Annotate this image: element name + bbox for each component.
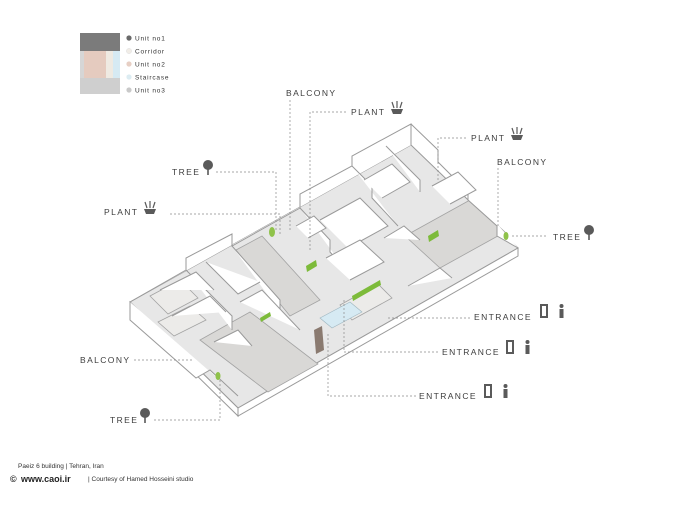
leader-entrance-3 — [327, 334, 416, 397]
caption-site-link[interactable]: www.caoi.ir — [20, 474, 71, 484]
legend-swatch-unit2 — [84, 51, 106, 78]
person-icon — [525, 340, 530, 354]
caption-credit: | Courtesy of Hamed Hosseini studio — [88, 476, 194, 483]
door-icon — [506, 340, 514, 354]
legend-label-staircase: Staircase — [135, 75, 169, 82]
legend-swatch-corridor — [106, 51, 113, 78]
tree-icon — [584, 225, 594, 240]
tree-marker-1 — [269, 227, 275, 237]
person-icon — [503, 384, 508, 398]
green-plants — [215, 227, 509, 380]
legend: Unit no1 Corridor Unit no2 Staircase Uni… — [80, 33, 169, 95]
plant-icon — [391, 101, 403, 114]
annotation-labels: BALCONY PLANT PLANT BALCONY TREE PLANT T… — [80, 88, 581, 425]
legend-label-unit2: Unit no2 — [135, 62, 166, 69]
label-tree-right: TREE — [553, 232, 581, 242]
leader-tree-bottom — [154, 380, 221, 421]
legend-swatch-staircase — [113, 51, 120, 78]
floor-unit2-living — [404, 199, 506, 269]
legend-label-unit3: Unit no3 — [135, 88, 166, 95]
partition-11 — [159, 271, 215, 291]
door-icon — [484, 384, 492, 398]
entrance-door-panel — [314, 326, 324, 354]
tree-marker-3 — [503, 232, 509, 240]
legend-label-corridor: Corridor — [135, 49, 165, 56]
partition-10 — [431, 171, 477, 205]
partition-7 — [239, 289, 301, 331]
legend-dot-unit3 — [126, 87, 132, 93]
plant-strip-2 — [306, 260, 317, 272]
legend-swatch-unit1 — [80, 33, 120, 51]
label-plant-right: PLANT — [471, 133, 505, 143]
leader-entrance-2 — [343, 300, 438, 353]
legend-label-unit1: Unit no1 — [135, 36, 166, 43]
label-balcony-top: BALCONY — [286, 88, 336, 98]
partition-6 — [205, 261, 261, 295]
plant-strip-1 — [352, 280, 381, 301]
caption-copyright-symbol: © — [10, 474, 17, 484]
leader-plant-left — [170, 213, 281, 234]
label-balcony-right: BALCONY — [497, 157, 547, 167]
legend-dot-staircase — [126, 74, 132, 80]
label-balcony-left: BALCONY — [80, 355, 130, 365]
label-plant-top: PLANT — [351, 107, 385, 117]
interior-partitions — [159, 145, 477, 347]
leader-tree-top — [216, 171, 277, 230]
caption: Paeiz 6 building | Tehran, Iran © www.ca… — [10, 463, 194, 484]
label-plant-left: PLANT — [104, 207, 138, 217]
caption-location: Paeiz 6 building | Tehran, Iran — [18, 463, 104, 470]
staircase-area — [319, 301, 363, 329]
label-entrance-3: ENTRANCE — [419, 391, 477, 401]
plant-icon — [144, 201, 156, 214]
label-entrance-1: ENTRANCE — [474, 312, 532, 322]
legend-dot-unit2 — [126, 61, 132, 67]
partition-9 — [363, 163, 411, 199]
floor-unit3-living — [199, 311, 319, 393]
plant-strip-4 — [428, 230, 439, 242]
door-icon — [540, 304, 548, 318]
partition-16 — [295, 215, 327, 239]
plant-icon — [511, 127, 523, 140]
annotation-icons — [140, 101, 594, 423]
label-entrance-2: ENTRANCE — [442, 347, 500, 357]
tree-marker-2 — [215, 372, 221, 380]
partition-13 — [213, 329, 253, 347]
legend-dot-corridor — [126, 48, 132, 54]
partition-5 — [385, 145, 421, 192]
tree-icon — [140, 408, 150, 423]
legend-dot-unit1 — [126, 35, 132, 41]
partition-15 — [383, 225, 421, 241]
leader-lines — [134, 100, 548, 421]
legend-swatch-unit3 — [80, 78, 120, 94]
partition-12 — [171, 295, 227, 317]
tree-icon — [203, 160, 213, 175]
person-icon — [559, 304, 564, 318]
leader-plant-top — [309, 111, 346, 250]
partition-2 — [231, 245, 281, 312]
plant-strip-3 — [260, 312, 271, 322]
label-tree-bottom: TREE — [110, 415, 138, 425]
label-tree-top: TREE — [172, 167, 200, 177]
partition-8 — [319, 197, 389, 249]
partition-4 — [351, 165, 399, 227]
partition-14 — [325, 239, 385, 281]
partition-17 — [407, 267, 453, 287]
leader-plant-right — [437, 137, 466, 180]
